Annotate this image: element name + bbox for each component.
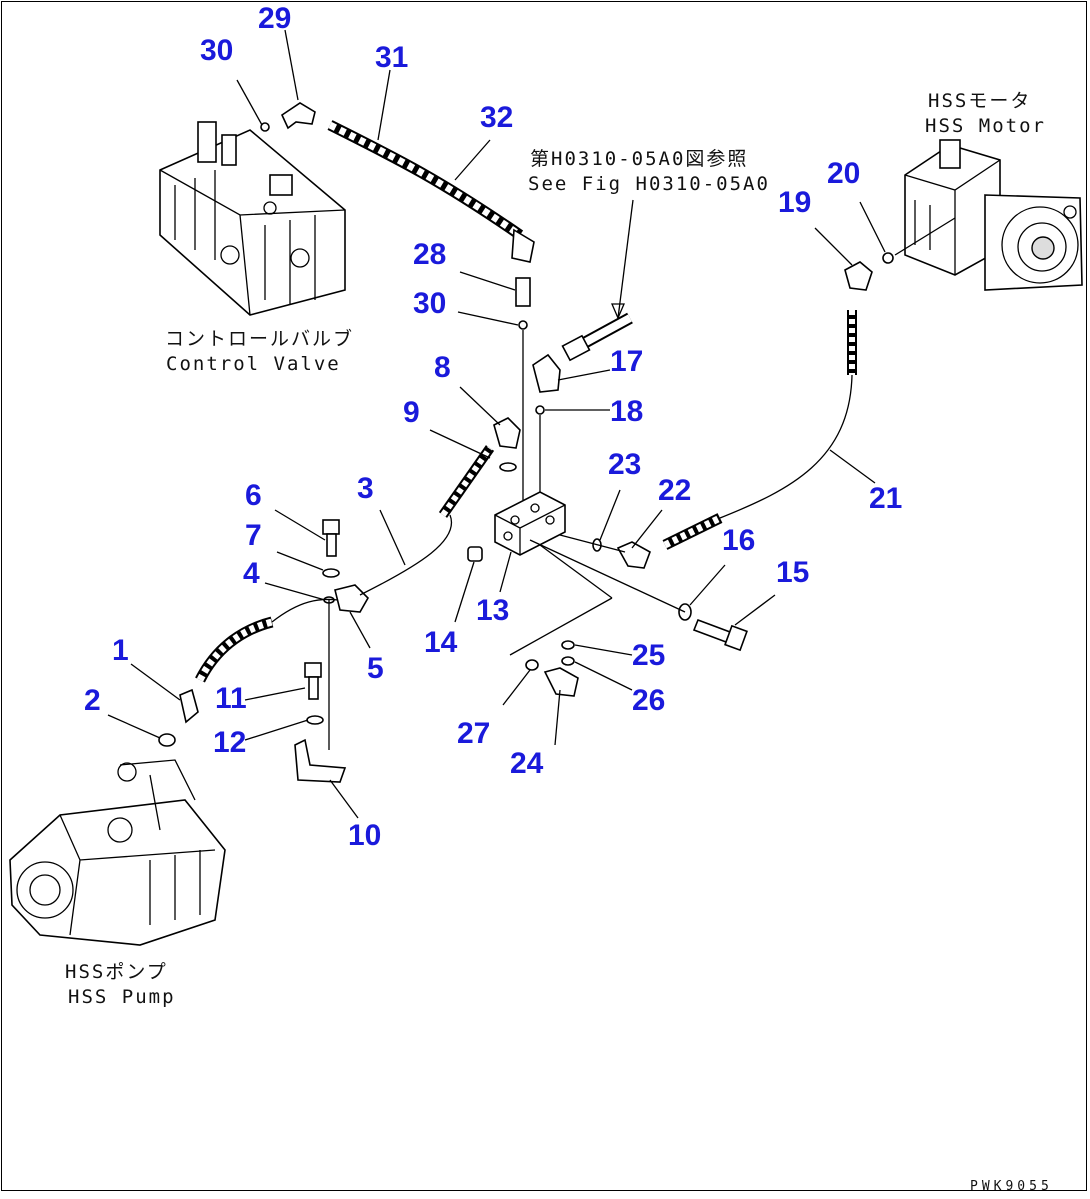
callout-32: 32 bbox=[480, 101, 513, 134]
hss-pump-caption-jp: HSSポンプ bbox=[65, 961, 168, 983]
callout-18: 18 bbox=[610, 395, 643, 428]
reference-caption-en: See Fig H0310-05A0 bbox=[528, 173, 770, 195]
hss-motor-caption-jp: HSSモータ bbox=[928, 90, 1031, 112]
callout-23: 23 bbox=[608, 448, 641, 481]
callout-10: 10 bbox=[348, 819, 381, 852]
callout-14: 14 bbox=[424, 626, 458, 659]
callout-16: 16 bbox=[722, 524, 755, 557]
callout-25: 25 bbox=[632, 639, 665, 672]
callout-22: 22 bbox=[658, 474, 691, 507]
callout-29: 29 bbox=[258, 2, 291, 35]
callout-12: 12 bbox=[213, 726, 246, 759]
callout-8: 8 bbox=[434, 351, 451, 384]
hss-pump-illustration bbox=[9, 759, 226, 946]
callout-27: 27 bbox=[457, 717, 490, 750]
callout-28: 28 bbox=[413, 238, 446, 271]
callout-7: 7 bbox=[245, 519, 262, 552]
parts-line-art bbox=[158, 102, 894, 783]
callout-24: 24 bbox=[510, 747, 544, 780]
callout-3: 3 bbox=[357, 472, 374, 505]
callout-20: 20 bbox=[827, 157, 860, 190]
callout-numbers: 1 2 3 4 5 6 7 8 9 10 11 12 13 14 15 16 1… bbox=[84, 2, 902, 852]
leader-lines bbox=[107, 29, 956, 819]
callout-21: 21 bbox=[869, 482, 902, 515]
control-valve-caption-jp: コントロールバルブ bbox=[165, 327, 354, 350]
callout-11: 11 bbox=[215, 682, 247, 715]
callout-30-lower: 30 bbox=[413, 287, 446, 320]
callout-4: 4 bbox=[243, 557, 260, 590]
callout-26: 26 bbox=[632, 684, 665, 717]
hss-motor-caption-en: HSS Motor bbox=[925, 115, 1046, 137]
callout-31: 31 bbox=[375, 41, 408, 74]
reference-caption-jp: 第H0310-05A0図参照 bbox=[530, 148, 748, 170]
hss-pump-caption-en: HSS Pump bbox=[68, 986, 176, 1008]
callout-17: 17 bbox=[610, 345, 643, 378]
callout-2: 2 bbox=[84, 684, 101, 717]
control-valve-caption-en: Control Valve bbox=[166, 353, 341, 375]
callout-19: 19 bbox=[778, 186, 811, 219]
callout-9: 9 bbox=[403, 396, 420, 429]
hss-motor-illustration bbox=[904, 139, 1083, 291]
callout-13: 13 bbox=[476, 594, 509, 627]
callout-30-upper: 30 bbox=[200, 34, 233, 67]
callout-5: 5 bbox=[367, 652, 384, 685]
callout-15: 15 bbox=[776, 556, 809, 589]
control-valve-illustration bbox=[159, 121, 346, 316]
callout-1: 1 bbox=[112, 634, 129, 667]
callout-6: 6 bbox=[245, 479, 262, 512]
